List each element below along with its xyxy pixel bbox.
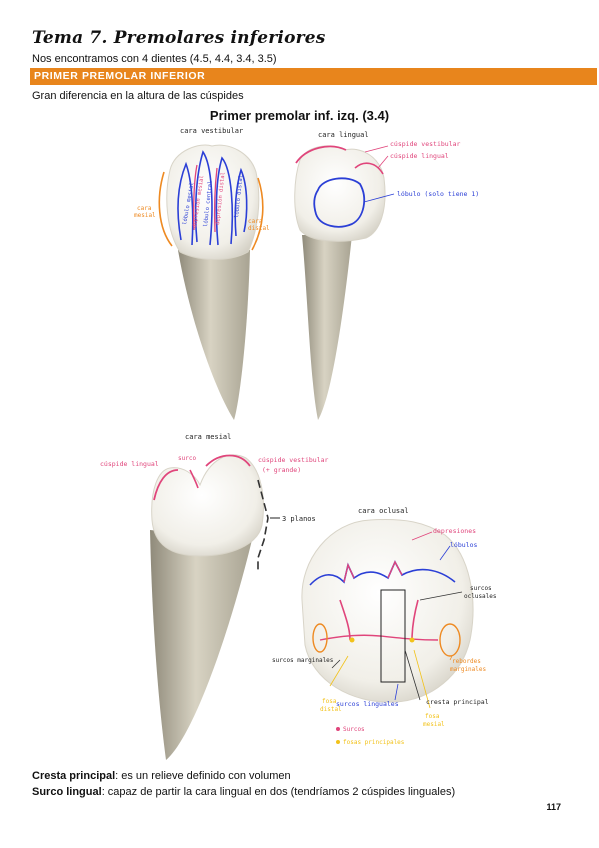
- occlusal-view: [301, 519, 474, 709]
- section-note: Gran diferencia en la altura de las cúsp…: [32, 90, 244, 102]
- section-header: PRIMER PREMOLAR INFERIOR: [30, 68, 597, 85]
- label-cuspide-lingual: cúspide lingual: [390, 152, 449, 160]
- def-surco: : capaz de partir la cara lingual en dos…: [101, 786, 456, 798]
- lingual-view: [294, 145, 395, 420]
- label-cara-lingual: cara lingual: [318, 131, 369, 139]
- label-cuspide-lingual-2: cúspide lingual: [100, 460, 159, 468]
- def-cresta: : es un relieve definido con volumen: [115, 770, 291, 782]
- label-cara-distal-2: distal: [248, 225, 270, 232]
- term-surco: Surco lingual: [32, 786, 102, 798]
- label-fosa-distal-2: distal: [320, 706, 342, 713]
- legend-surcos-dot: [336, 727, 340, 731]
- label-lobulo-solo: lóbulo (solo tiene 1): [397, 190, 479, 198]
- label-cara-mesial-title: cara mesial: [185, 433, 231, 441]
- label-cara-oclusal: cara oclusal: [358, 507, 409, 515]
- label-tres-planos: 3 planos: [282, 515, 316, 523]
- label-cuspide-vestibular: cúspide vestibular: [390, 140, 461, 148]
- intro-text: Nos encontramos con 4 dientes (4.5, 4.4,…: [32, 53, 277, 65]
- label-depresiones: depresiones: [433, 527, 476, 535]
- label-fosa-distal: fosa: [322, 698, 337, 705]
- definition-cresta: Cresta principal: es un relieve definido…: [32, 770, 291, 782]
- label-lobulo-distal: lóbulo distal: [233, 175, 244, 219]
- legend-fosas: fosas principales: [343, 739, 405, 746]
- label-cara-distal: cara: [248, 218, 263, 225]
- label-rebordes: rebordes: [452, 658, 481, 665]
- vestibular-view: [158, 144, 264, 420]
- label-cara-mesial: cara: [137, 205, 152, 212]
- label-cuspide-vestibular-2: cúspide vestibular: [258, 456, 329, 464]
- label-fosa-mesial: fosa: [425, 713, 440, 720]
- figure-caption: Primer premolar inf. izq. (3.4): [209, 108, 390, 123]
- label-surco: surco: [178, 455, 196, 462]
- page-number: 117: [546, 802, 561, 812]
- page-title: Tema 7. Premolares inferiores: [32, 28, 326, 48]
- label-lobulos: lóbulos: [450, 541, 477, 549]
- label-rebordes-2: marginales: [450, 666, 487, 673]
- legend-fosas-dot: [336, 740, 340, 744]
- label-surcos-marginales: surcos marginales: [272, 657, 334, 664]
- mesial-view: [150, 454, 269, 760]
- label-cara-vestibular: cara vestibular: [180, 127, 243, 135]
- label-surcos-oclusales: surcos: [470, 585, 492, 592]
- label-surcos-linguales: surcos linguales: [336, 700, 399, 708]
- label-cresta-principal: cresta principal: [426, 698, 489, 706]
- legend-surcos: Surcos: [343, 726, 365, 733]
- label-fosa-mesial-2: mesial: [423, 721, 445, 728]
- label-surcos-oclusales-2: oclusales: [464, 593, 497, 600]
- label-cara-mesial-2: mesial: [134, 212, 156, 219]
- label-mas-grande: (+ grande): [262, 466, 301, 474]
- definition-surco: Surco lingual: capaz de partir la cara l…: [32, 786, 455, 798]
- label-lobulo-central: lóbulo central: [202, 180, 214, 227]
- term-cresta: Cresta principal: [32, 770, 116, 782]
